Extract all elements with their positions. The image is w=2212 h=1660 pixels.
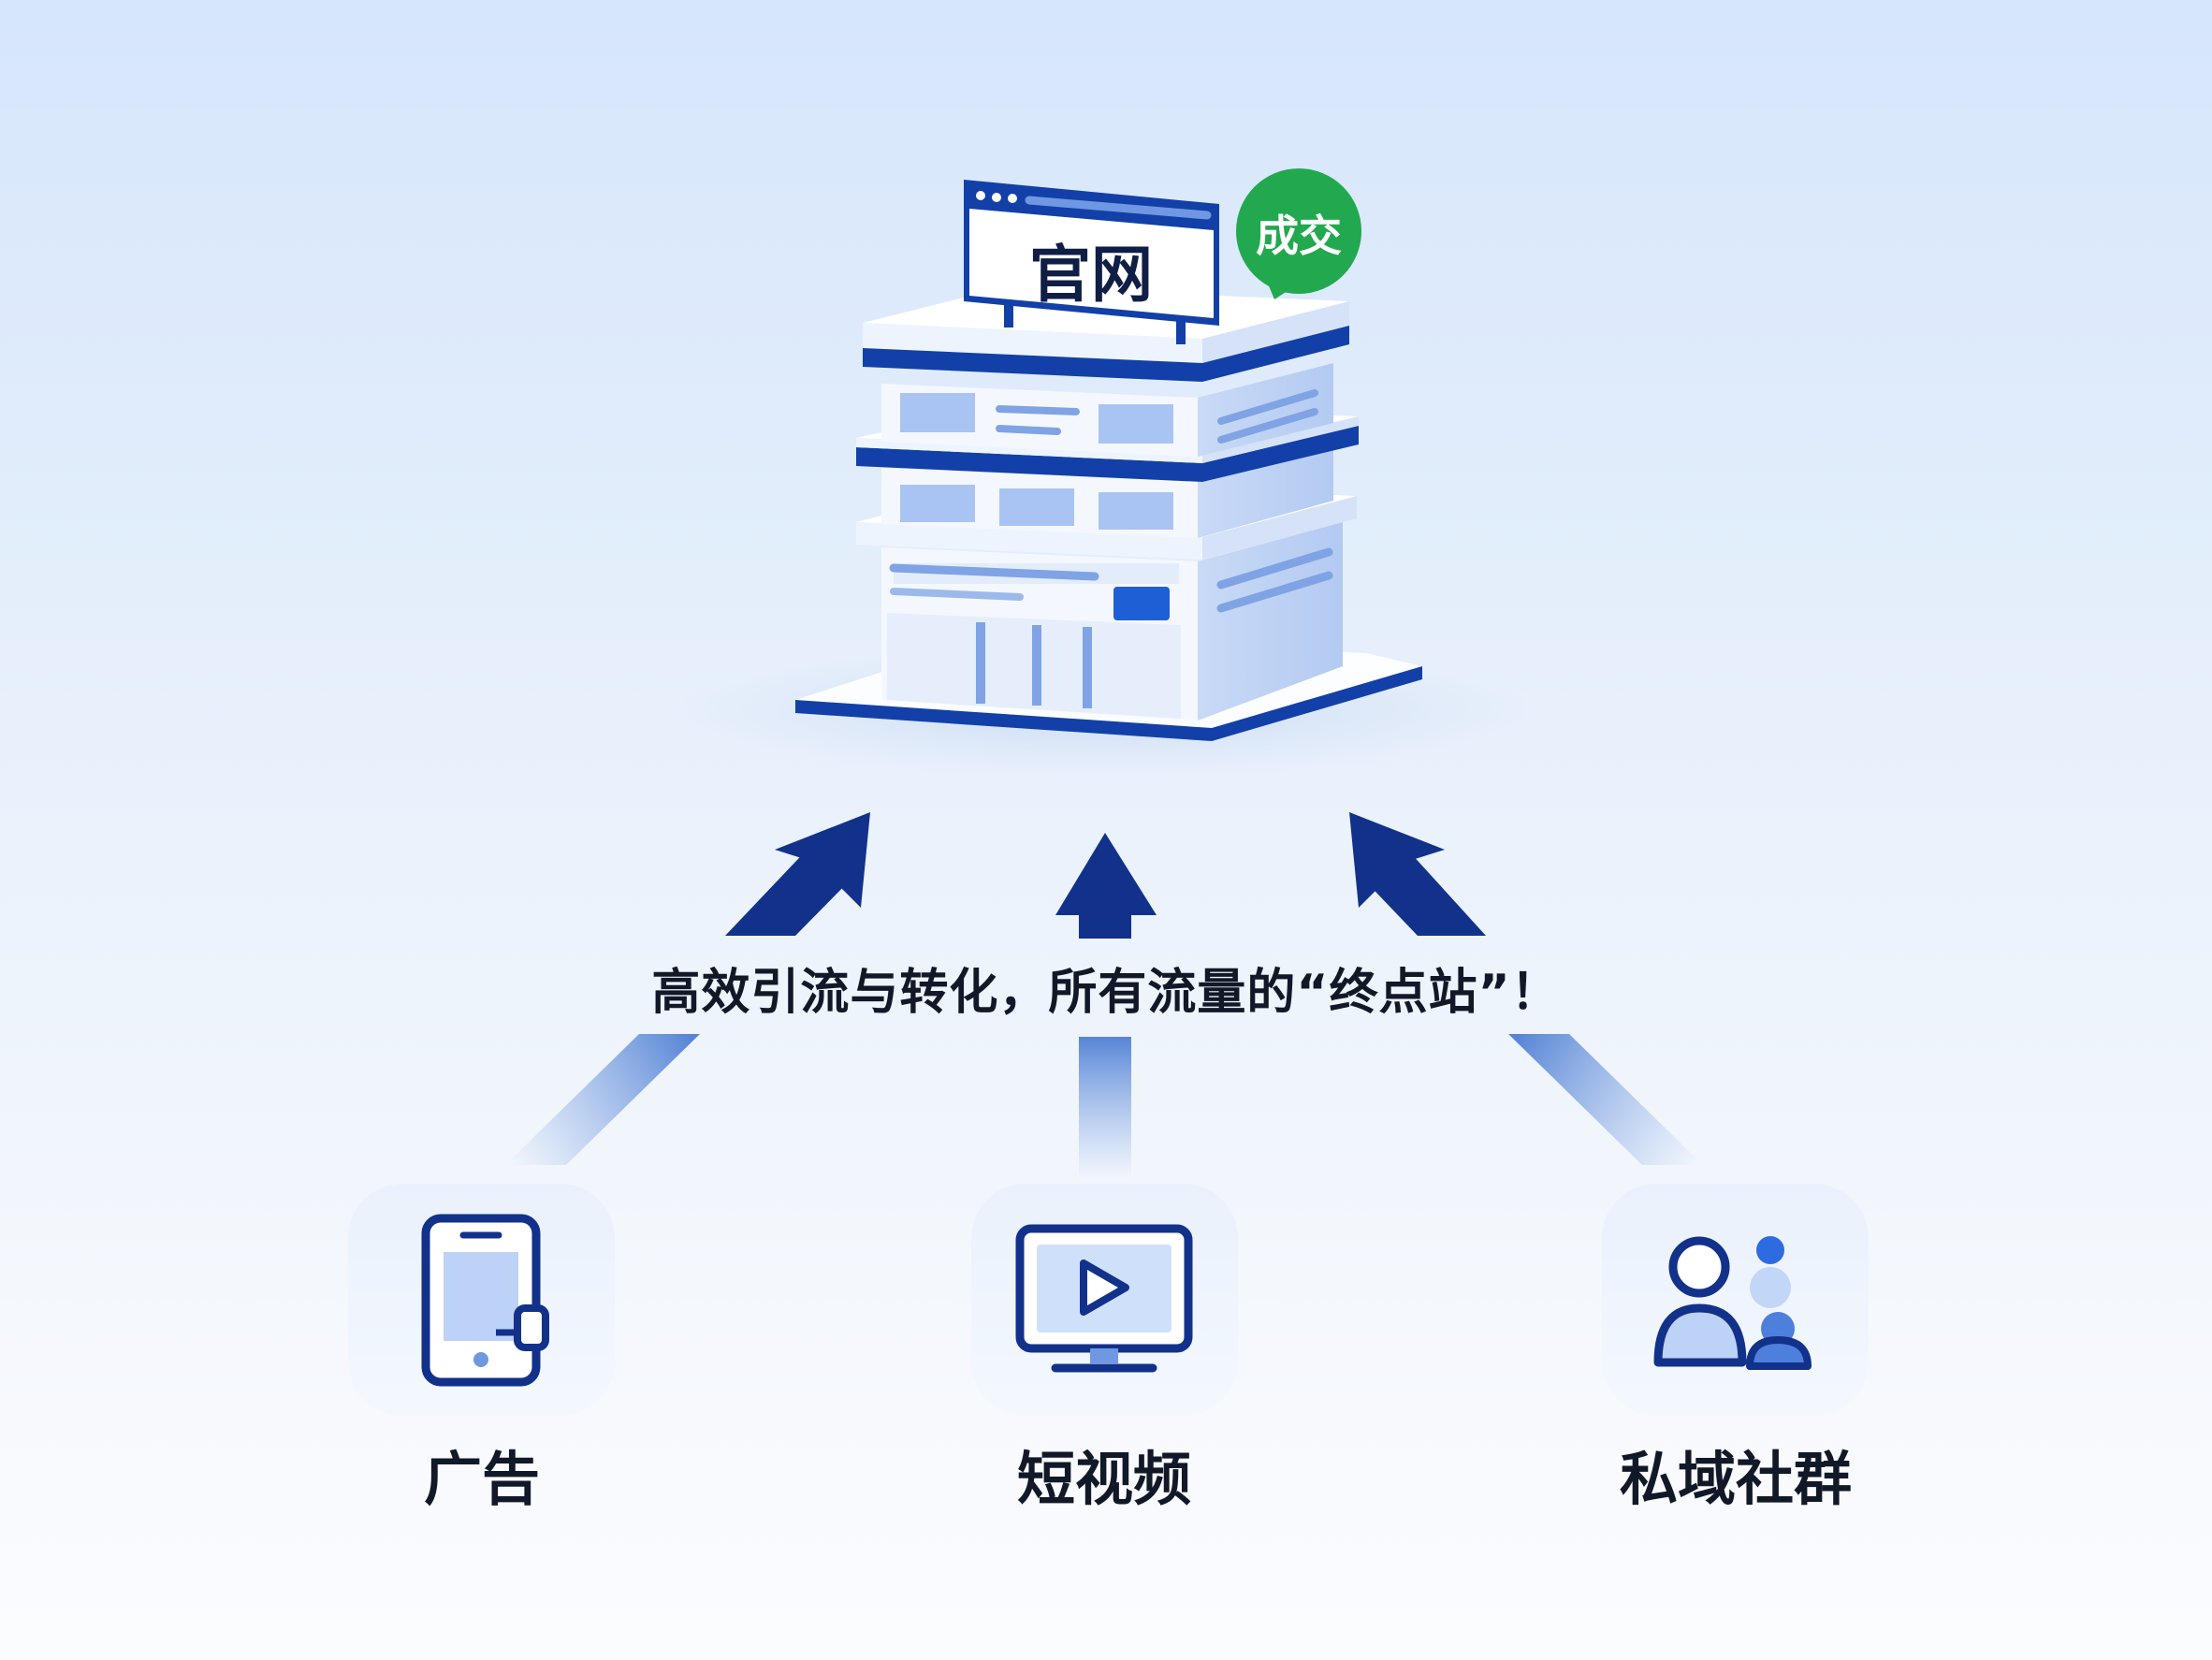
- source-label-video: 短视频: [1016, 1445, 1191, 1513]
- ground-floor: [881, 522, 1343, 721]
- third-floor: [881, 363, 1333, 457]
- smartphone-icon: [421, 1214, 549, 1387]
- browser-dot-icon: [992, 193, 1001, 202]
- browser-dot-icon: [976, 191, 985, 200]
- video-monitor-icon: [1015, 1224, 1193, 1373]
- arrow-from-community: [1349, 812, 1703, 1165]
- user-group-icon: [1653, 1236, 1812, 1370]
- arrow-from-video: [1055, 833, 1157, 1182]
- source-tile-community: [1602, 1184, 1869, 1416]
- source-tile-video: [971, 1184, 1238, 1416]
- website-building: [674, 168, 1535, 777]
- deal-badge-label: 成交: [1256, 211, 1342, 261]
- traffic-arrows: [505, 812, 1703, 1182]
- arrow-from-ads: [505, 812, 870, 1165]
- website-sign-label: 官网: [1029, 239, 1153, 311]
- second-floor: [881, 447, 1333, 538]
- source-label-ads: 广告: [423, 1445, 540, 1513]
- source-label-community: 私域社群: [1619, 1445, 1852, 1513]
- browser-dot-icon: [1008, 194, 1017, 203]
- website-sign: [964, 180, 1219, 344]
- source-tile-ads: [348, 1184, 615, 1416]
- storefront-sign-icon: [1113, 587, 1170, 620]
- deal-badge: [1236, 168, 1361, 299]
- tagline: 高效引流与转化，所有流量的“终点站”！: [651, 965, 1561, 1021]
